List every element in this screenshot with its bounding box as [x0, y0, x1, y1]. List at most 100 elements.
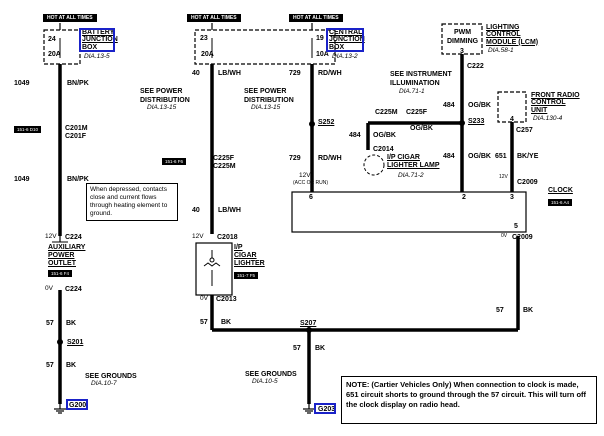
- ip-cigar-lighter-title: I/P CIGAR LIGHTER: [234, 244, 265, 268]
- wire-484-color: OG/BK: [410, 125, 433, 132]
- wire-57-color: BK: [523, 307, 534, 314]
- page-ref-label: 151-6 A4: [548, 199, 573, 207]
- grounds-ref-1: DIA.10-7: [91, 380, 117, 387]
- wire-57-number: 57: [496, 307, 504, 314]
- splice-s201: S201: [67, 339, 84, 346]
- ground-g200: G200: [69, 402, 87, 409]
- wire-651-color: BK/YE: [517, 153, 539, 160]
- voltage-12v-clock-right: 12V: [499, 174, 508, 180]
- front-radio-ref: DIA.130-4: [533, 115, 563, 122]
- voltage-12v-clock-left: 12V: [299, 172, 311, 179]
- wire-57-color: BK: [315, 345, 326, 352]
- see-grounds-1: SEE GROUNDS: [85, 373, 137, 380]
- wire-1049-number: 1049: [14, 80, 30, 87]
- central-junction-box-ref: DIA.13-2: [332, 53, 358, 60]
- wire-1049-color: BN/PK: [67, 176, 89, 183]
- wire-57-color: BK: [221, 319, 232, 326]
- connector-c222: C222: [467, 63, 484, 70]
- power-distribution-2-ref: DIA.13-15: [251, 104, 281, 111]
- clock-note: NOTE: (Cartier Vehicles Only) When conne…: [341, 376, 597, 424]
- wire-729-color: RD/WH: [318, 70, 342, 77]
- lcm-ref: DIA.58-1: [488, 47, 514, 54]
- wire-57-number: 57: [293, 345, 301, 352]
- connector-c2009: C2009: [517, 179, 538, 186]
- splice-s233: S233: [468, 118, 485, 125]
- wire-729-color: RD/WH: [318, 155, 342, 162]
- wire-57-number: 57: [46, 320, 54, 327]
- page-ref-label: 151-6 D10: [14, 126, 42, 134]
- wire-484-number: 484: [443, 153, 455, 160]
- page-ref-label: 151-6 F4: [48, 270, 73, 278]
- voltage-0v-lighter: 0V: [200, 295, 208, 302]
- fuse-19-number: 19: [316, 35, 324, 42]
- wire-57-number: 57: [46, 362, 54, 369]
- fuse-23-rating: 20A: [201, 51, 214, 58]
- voltage-0v-clock: 0V: [501, 233, 508, 239]
- wire-40-number: 40: [192, 207, 200, 214]
- connector-c2018: C2018: [217, 234, 238, 241]
- grounds-ref-2: DIA.10-5: [252, 378, 278, 385]
- battery-junction-box-highlight: [79, 28, 115, 52]
- connector-c225m: C225M: [213, 163, 236, 170]
- front-radio-title: FRONT RADIO CONTROL UNIT: [531, 92, 580, 114]
- wire-57-color: BK: [66, 320, 77, 327]
- clock-title: CLOCK: [548, 187, 573, 194]
- connector-c2014: C2014: [373, 146, 394, 153]
- fuse-23-number: 23: [200, 35, 208, 42]
- connector-c225f-right: C225F: [406, 109, 428, 116]
- wire-484-number: 484: [443, 102, 455, 109]
- clock-pin-5: 5: [514, 223, 518, 230]
- acc-or-run-label: (ACC OR RUN): [293, 180, 328, 186]
- aux-power-outlet-title: AUXILIARY POWER OUTLET: [48, 244, 86, 268]
- clock-pin-6: 6: [309, 194, 313, 201]
- lighter-callout: When depressed, contacts close and curre…: [86, 183, 178, 221]
- connector-c257: C257: [516, 127, 533, 134]
- wire-1049-number: 1049: [14, 176, 30, 183]
- clock-pin-3: 3: [510, 194, 514, 201]
- central-junction-box-title: CENTRAL JUNCTION BOX: [329, 29, 365, 51]
- connector-c225m-right: C225M: [375, 109, 398, 116]
- battery-junction-box-ref: DIA.13-5: [84, 53, 110, 60]
- battery-junction-box-outline: [43, 29, 81, 65]
- see-grounds-2: SEE GROUNDS: [245, 371, 297, 378]
- connector-c2009-b: C2009: [512, 234, 533, 241]
- clock-box: [291, 191, 527, 233]
- connector-c225f: C225F: [213, 155, 235, 162]
- front-radio-pin: 4: [510, 116, 514, 123]
- ground-symbol-left: [54, 404, 66, 414]
- pwm-pin: 3: [460, 48, 464, 55]
- voltage-12v-aux: 12V: [45, 233, 57, 240]
- central-junction-box-highlight: [326, 28, 364, 52]
- voltage-12v-lighter: 12V: [192, 233, 204, 240]
- hot-at-all-times-label: HOT AT ALL TIMES: [187, 14, 241, 22]
- splice-s207: S207: [300, 320, 317, 327]
- wire-484-color: OG/BK: [468, 102, 491, 109]
- ip-cigar-lighter-lamp-ref: DIA.71-2: [398, 172, 424, 179]
- power-distribution-2-title: SEE POWER DISTRIBUTION: [244, 88, 294, 104]
- power-distribution-1-ref: DIA.13-15: [147, 104, 177, 111]
- ground-g203-highlight: [314, 403, 336, 414]
- hot-at-all-times-label: HOT AT ALL TIMES: [289, 14, 343, 22]
- power-distribution-1-title: SEE POWER DISTRIBUTION: [140, 88, 190, 104]
- wire-57-number: 57: [200, 319, 208, 326]
- wire-1049-color: BN/PK: [67, 80, 89, 87]
- wire-729-number: 729: [289, 155, 301, 162]
- wire-729-number: 729: [289, 70, 301, 77]
- wire-40-color: LB/WH: [218, 207, 241, 214]
- connector-c201m: C201M: [65, 125, 88, 132]
- pwm-title: PWM DIMMING: [447, 29, 479, 45]
- page-ref-label: 151-7 F5: [234, 272, 259, 280]
- instrument-illumination-title: SEE INSTRUMENT ILLUMINATION: [390, 71, 452, 87]
- page-ref-label: 151-6 F6: [162, 158, 187, 166]
- connector-c201f: C201F: [65, 133, 87, 140]
- wire-484-number: 484: [349, 132, 361, 139]
- battery-junction-box-title: BATTERY JUNCTION BOX: [82, 29, 118, 51]
- ground-g203: G203: [318, 406, 336, 413]
- wire-40-number: 40: [192, 70, 200, 77]
- wire-40-color: LB/WH: [218, 70, 241, 77]
- battery-fuse-rating: 20A: [48, 51, 61, 58]
- splice-s252: S252: [318, 119, 335, 126]
- ip-cigar-lighter-lamp-title: I/P CIGAR LIGHTER LAMP: [387, 154, 440, 170]
- fuse-19-rating: 10A: [316, 51, 329, 58]
